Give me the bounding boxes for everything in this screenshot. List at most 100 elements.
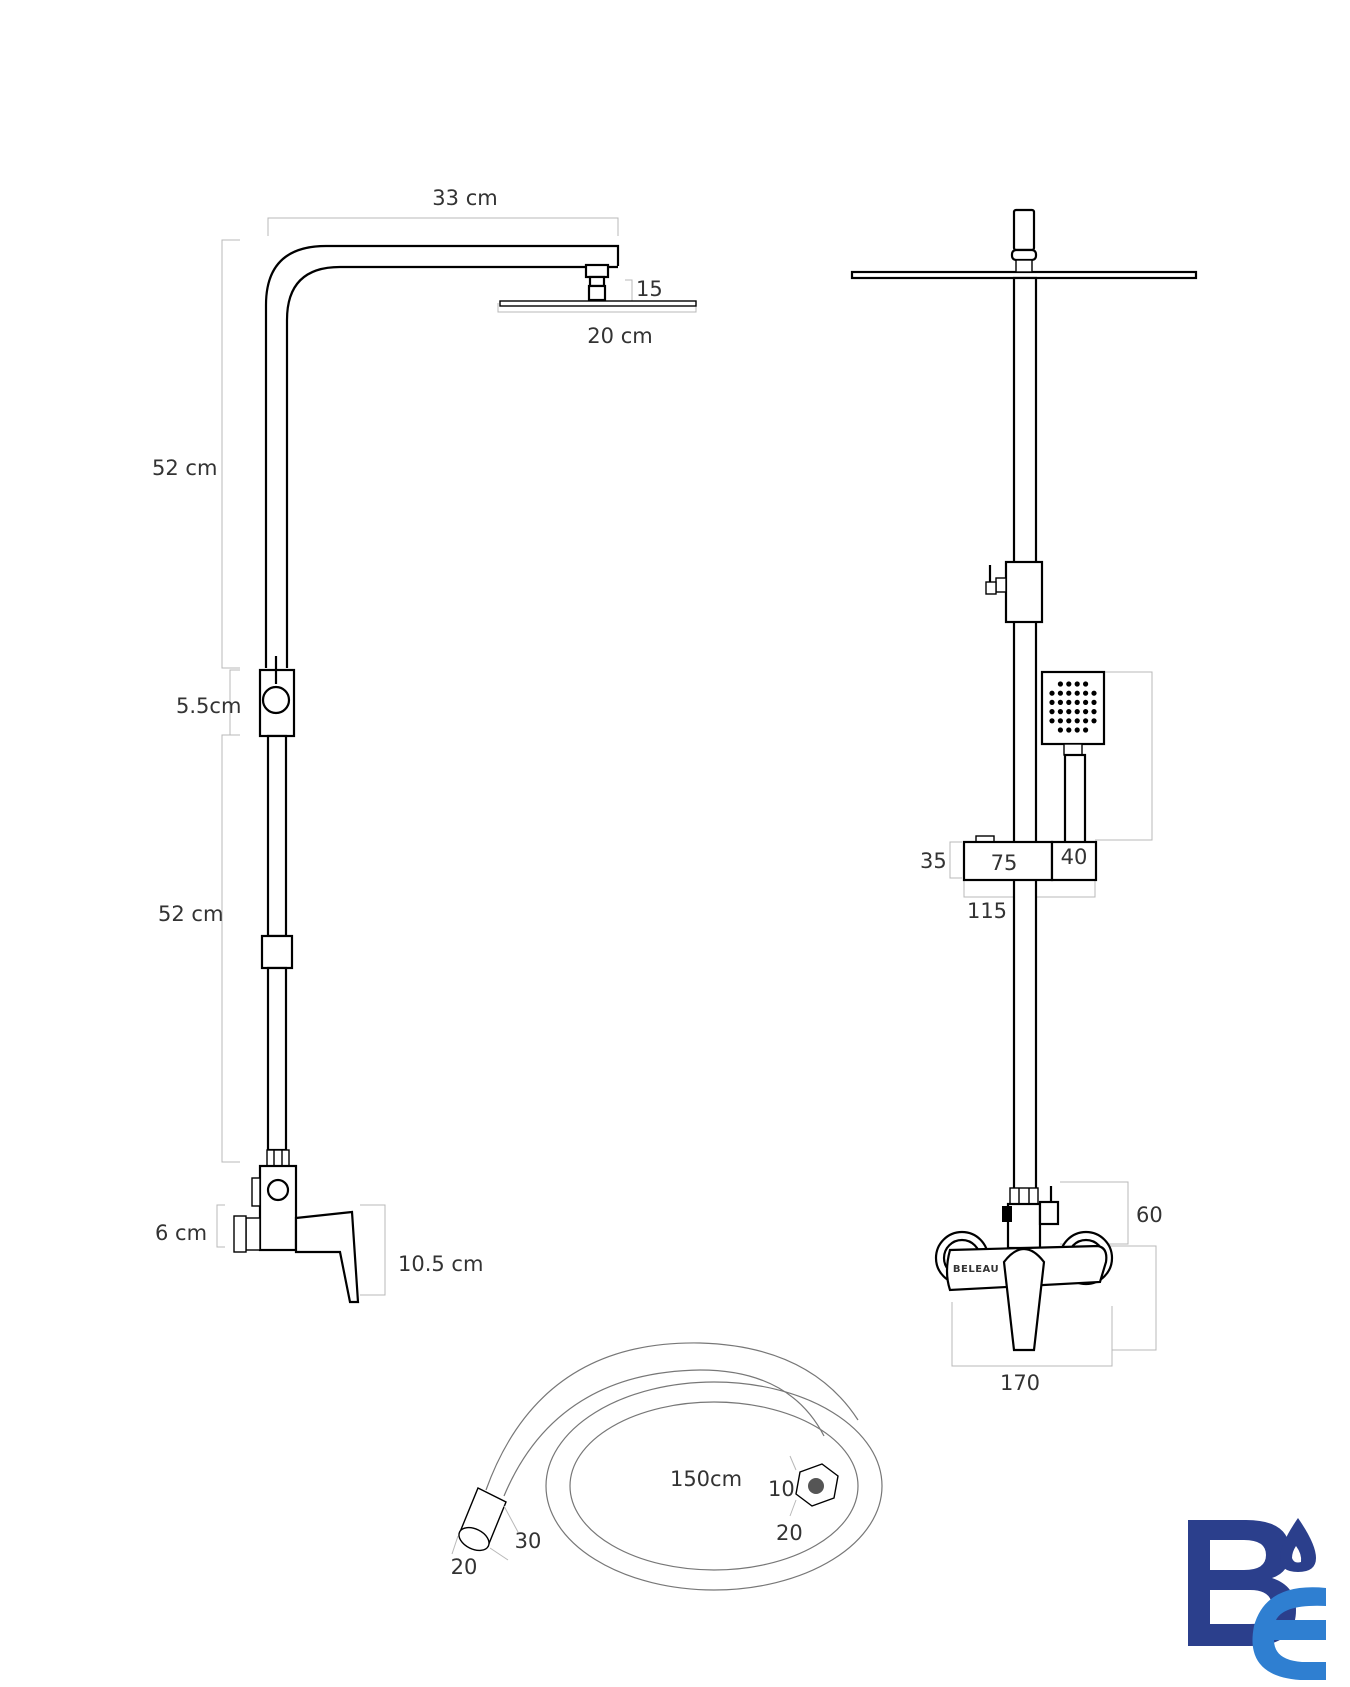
nut-hole [808, 1478, 824, 1494]
shower-head-side [499, 300, 697, 307]
diverter-body-front [1004, 560, 1044, 624]
top-cap [1012, 208, 1036, 252]
brand-mark: BELEAU [953, 1264, 999, 1275]
mixer-height-label: 10.5 cm [398, 1252, 483, 1276]
holder-depth-label: 115 [967, 899, 1007, 923]
nozzle-dot [1057, 690, 1063, 696]
holder-height-label: 35 [920, 849, 947, 873]
mixer-diverter-right [1038, 1200, 1060, 1226]
nozzle-dot [1066, 718, 1072, 724]
hose-loop-outer [545, 1381, 883, 1591]
mixer-body-side [258, 1164, 298, 1252]
hose-length-label: 150cm [670, 1467, 742, 1491]
hand-shower-neck [1063, 743, 1083, 756]
brand-logo [1188, 1518, 1326, 1680]
hose-tail-outer [485, 1342, 859, 1491]
side-dimension-lines [216, 217, 697, 1296]
nozzle-dot [1074, 690, 1080, 696]
wall-fitting [245, 1217, 261, 1251]
hose-loop-inner [569, 1401, 859, 1571]
cone-width-label: 20 [451, 1555, 478, 1579]
hand-shower-nozzles [1049, 681, 1097, 733]
front-view: BELEAU [850, 208, 1198, 1367]
hose-tail-inner [503, 1369, 825, 1497]
mixer-depth-label: 60 [1136, 1203, 1163, 1227]
mixer-lever-side [294, 1210, 360, 1304]
nozzle-dot [1091, 718, 1097, 724]
mixer-diverter-knob [266, 1178, 290, 1202]
nozzle-dot [1049, 690, 1055, 696]
head-neck [1015, 259, 1033, 273]
shower-hose [451, 1342, 883, 1591]
nozzle-dot [1057, 718, 1063, 724]
diverter-stem [995, 577, 1007, 593]
mixer-lever-front [1002, 1247, 1046, 1352]
head-joint [587, 284, 607, 302]
wall-offset-label: 6 cm [155, 1221, 207, 1245]
mixer-center-label: 170 [1000, 1371, 1040, 1395]
arm-width-label: 33 cm [432, 186, 497, 210]
hand-shower-head [1040, 670, 1106, 746]
nozzle-dot [1066, 690, 1072, 696]
nozzle-dot [1057, 681, 1063, 687]
nozzle-dot [1066, 727, 1072, 733]
arm-swivel [588, 275, 606, 288]
nozzle-dot [1091, 709, 1097, 715]
nozzle-dot [1057, 709, 1063, 715]
pipe-nut [266, 1149, 290, 1167]
logo-letter-e [1252, 1587, 1326, 1680]
nozzle-dot [1083, 690, 1089, 696]
hose-cone-end [451, 1487, 519, 1561]
hose-nut-end [789, 1455, 839, 1517]
nozzle-dot [1074, 718, 1080, 724]
nozzle-dot [1074, 699, 1080, 706]
nozzle-dot [1049, 718, 1055, 724]
diverter-knob [261, 685, 291, 715]
nozzle-dot [1066, 709, 1072, 715]
nozzle-dot [1066, 699, 1072, 706]
nozzle-dot [1074, 709, 1080, 715]
shower-arm-inner [285, 265, 618, 668]
mixer-side-cap [251, 1177, 261, 1207]
hand-shower-handle [1063, 753, 1087, 845]
lower-pipe-bottom [266, 966, 288, 1152]
mixer-diverter [1006, 1202, 1042, 1250]
side-view [216, 217, 697, 1304]
nut-width-label: 20 [776, 1521, 803, 1545]
nozzle-dot [1083, 699, 1089, 706]
drop-highlight [1292, 1546, 1302, 1563]
mixer-top-nut [1009, 1187, 1039, 1205]
nozzle-dot [1074, 727, 1080, 733]
arm-connector [584, 263, 610, 279]
upper-pipe-label: 52 cm [152, 456, 217, 480]
holder-bracket-label: 40 [1061, 845, 1088, 869]
nozzle-dot [1083, 681, 1089, 687]
shower-arm-outer [264, 244, 620, 668]
logo-letter-b [1188, 1520, 1296, 1646]
head-diameter-label: 20 cm [587, 324, 652, 348]
water-drop-icon [1280, 1518, 1316, 1572]
pipe-coupling [260, 934, 294, 970]
diverter-handle-base [985, 581, 997, 595]
lower-pipe-top [266, 734, 288, 938]
holder-width-label: 75 [991, 851, 1018, 875]
wall-flange [233, 1215, 247, 1253]
nozzle-dot [1083, 727, 1089, 733]
cone-length-label: 30 [515, 1529, 542, 1553]
top-connector [1010, 248, 1038, 262]
nozzle-dot [1066, 681, 1072, 687]
nozzle-dot [1049, 699, 1055, 706]
nozzle-dot [1091, 690, 1097, 696]
nozzle-dot [1074, 681, 1080, 687]
nozzle-dot [1083, 709, 1089, 715]
nut-depth-label: 10 [768, 1477, 795, 1501]
nozzle-dot [1057, 727, 1063, 733]
diverter-height-label: 5.5cm [176, 694, 241, 718]
nozzle-dot [1091, 699, 1097, 706]
lower-pipe-label: 52 cm [158, 902, 223, 926]
nozzle-dot [1049, 709, 1055, 715]
nozzle-dot [1057, 699, 1063, 706]
nozzle-dot [1083, 718, 1089, 724]
riser-pipe [1012, 276, 1038, 1248]
